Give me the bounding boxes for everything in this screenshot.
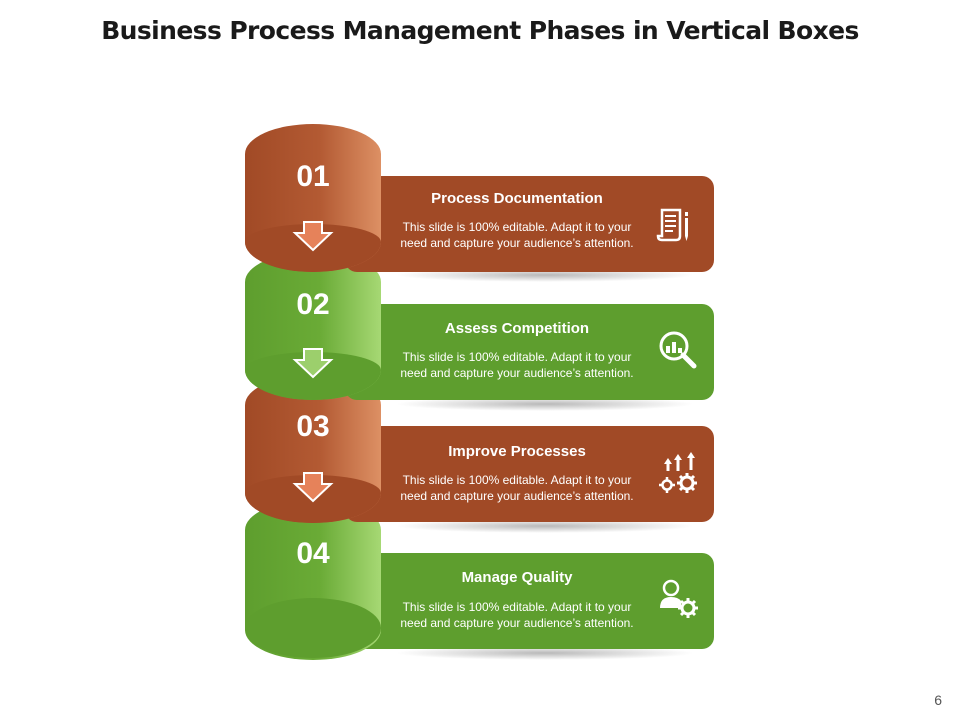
phase-4-shadow xyxy=(395,646,695,660)
phase-2-box[interactable] xyxy=(345,304,714,400)
document-pencil-icon xyxy=(656,208,688,242)
person-gear-icon xyxy=(660,579,698,618)
phase-4-description-line-2: need and capture your audience’s attenti… xyxy=(400,616,634,630)
phase-1-description-line-1: This slide is 100% editable. Adapt it to… xyxy=(402,220,632,234)
phase-1-description-line-2: need and capture your audience’s attenti… xyxy=(400,236,634,250)
phase-4-cylinder xyxy=(245,500,381,660)
magnifier-chart-icon xyxy=(659,331,697,369)
phase-2-description-line-1: This slide is 100% editable. Adapt it to… xyxy=(402,350,632,364)
phase-1-description: This slide is 100% editable. Adapt it to… xyxy=(386,219,648,251)
phase-4-description-line-1: This slide is 100% editable. Adapt it to… xyxy=(402,600,632,614)
phase-3-box[interactable] xyxy=(345,426,714,522)
phase-3-description-line-1: This slide is 100% editable. Adapt it to… xyxy=(402,473,632,487)
phase-4-description: This slide is 100% editable. Adapt it to… xyxy=(386,599,648,631)
phase-3-arrow-down xyxy=(292,472,334,503)
phase-2-description-line-2: need and capture your audience’s attenti… xyxy=(400,366,634,380)
phase-2-number: 02 xyxy=(296,288,330,321)
phase-3-number: 03 xyxy=(296,410,330,443)
phase-2-title: Assess Competition xyxy=(444,320,590,337)
phase-1-number: 01 xyxy=(296,160,330,193)
phase-2-description: This slide is 100% editable. Adapt it to… xyxy=(386,349,648,381)
phase-1-cylinder xyxy=(245,124,381,272)
page-number: 6 xyxy=(934,692,942,708)
phase-1-title: Process Documentation xyxy=(431,190,603,207)
phase-2-arrow-down xyxy=(292,348,334,379)
phase-4-box[interactable] xyxy=(345,553,714,649)
gears-arrows-icon xyxy=(659,452,697,493)
phase-4-title: Manage Quality xyxy=(461,569,573,586)
phase-3-title: Improve Processes xyxy=(448,443,586,460)
slide-title: Business Process Management Phases in Ve… xyxy=(101,16,859,45)
phase-4-number: 04 xyxy=(296,537,330,570)
phase-1-box[interactable] xyxy=(345,176,714,272)
phase-3-description: This slide is 100% editable. Adapt it to… xyxy=(386,472,648,504)
phase-3-description-line-2: need and capture your audience’s attenti… xyxy=(400,489,634,503)
phase-3-shadow xyxy=(395,519,695,533)
phase-2-shadow xyxy=(395,397,695,411)
phase-1-arrow-down xyxy=(292,221,334,252)
